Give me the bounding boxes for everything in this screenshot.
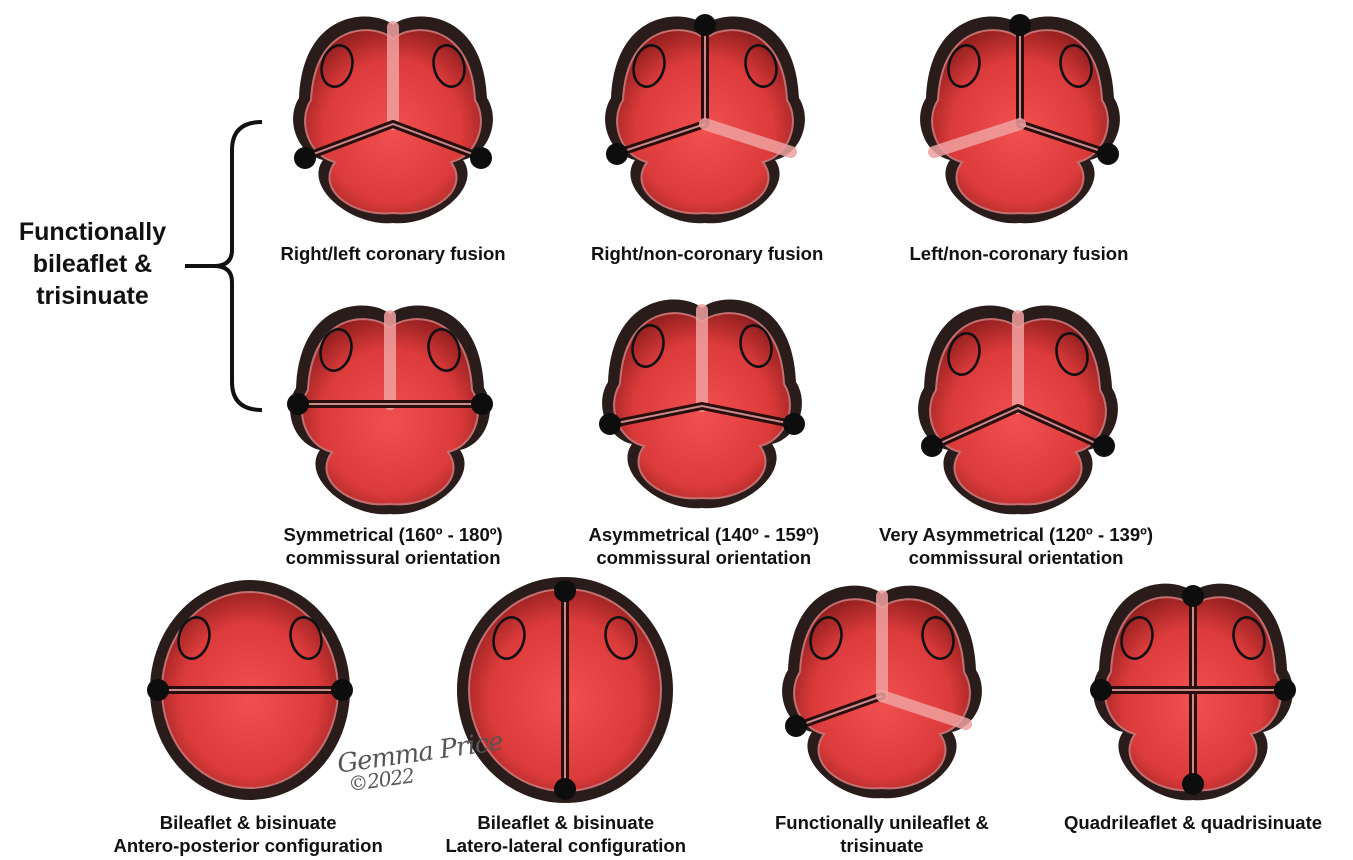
caption-rn: Right/non-coronary fusion <box>591 242 823 265</box>
commissure-dot <box>554 580 576 602</box>
commissure-dot <box>554 778 576 800</box>
commissure-dot <box>294 147 316 169</box>
group-label-line1: Functionally <box>0 216 185 248</box>
commissure-dot <box>1090 679 1112 701</box>
commissure-dot <box>785 715 807 737</box>
caption-line: commissural orientation <box>284 546 503 569</box>
valve-ln <box>920 14 1120 223</box>
caption-uni: Functionally unileaflet &trisinuate <box>775 811 989 857</box>
group-bracket <box>214 122 262 410</box>
caption-line: Bileaflet & bisinuate <box>446 811 687 834</box>
caption-line: commissural orientation <box>879 546 1153 569</box>
valve-rl <box>293 17 493 224</box>
caption-asym: Asymmetrical (140º - 159º)commissural or… <box>589 523 820 569</box>
caption-sym: Symmetrical (160º - 180º)commissural ori… <box>284 523 503 569</box>
caption-line: Right/non-coronary fusion <box>591 242 823 265</box>
group-label-line2: bileaflet & <box>0 248 185 280</box>
group-label-line3: trisinuate <box>0 280 185 312</box>
commissure-dot <box>1182 585 1204 607</box>
caption-ln: Left/non-coronary fusion <box>910 242 1129 265</box>
commissure-dot <box>606 143 628 165</box>
valve-uni <box>782 586 982 799</box>
caption-rl: Right/left coronary fusion <box>281 242 506 265</box>
valve-quad <box>1090 584 1296 801</box>
commissure-dot <box>331 679 353 701</box>
commissure-dot <box>1182 773 1204 795</box>
caption-line: trisinuate <box>775 834 989 857</box>
valve-rn <box>605 14 805 223</box>
caption-line: Right/left coronary fusion <box>281 242 506 265</box>
group-label: Functionally bileaflet & trisinuate <box>0 216 185 312</box>
caption-vasym: Very Asymmetrical (120º - 139º)commissur… <box>879 523 1153 569</box>
valve-vasym <box>918 306 1118 515</box>
caption-line: Antero-posterior configuration <box>114 834 383 857</box>
caption-line: Quadrileaflet & quadrisinuate <box>1064 811 1322 834</box>
commissure-dot <box>471 393 493 415</box>
commissure-dot <box>599 413 621 435</box>
commissure-dot <box>1097 143 1119 165</box>
commissure-dot <box>287 393 309 415</box>
commissure-dot <box>694 14 716 36</box>
commissure-dot <box>783 413 805 435</box>
caption-line: commissural orientation <box>589 546 820 569</box>
commissure-dot <box>470 147 492 169</box>
valve-asym <box>599 300 805 509</box>
caption-line: Latero-lateral configuration <box>446 834 687 857</box>
caption-line: Left/non-coronary fusion <box>910 242 1129 265</box>
caption-line: Symmetrical (160º - 180º) <box>284 523 503 546</box>
caption-line: Asymmetrical (140º - 159º) <box>589 523 820 546</box>
valve-sym <box>287 306 493 515</box>
commissure-dot <box>1009 14 1031 36</box>
valve-ap <box>147 580 353 800</box>
caption-line: Very Asymmetrical (120º - 139º) <box>879 523 1153 546</box>
commissure-dot <box>147 679 169 701</box>
commissure-dot <box>1093 435 1115 457</box>
commissure-dot <box>921 435 943 457</box>
caption-line: Bileaflet & bisinuate <box>114 811 383 834</box>
caption-line: Functionally unileaflet & <box>775 811 989 834</box>
caption-quad: Quadrileaflet & quadrisinuate <box>1064 811 1322 834</box>
commissure-dot <box>1274 679 1296 701</box>
